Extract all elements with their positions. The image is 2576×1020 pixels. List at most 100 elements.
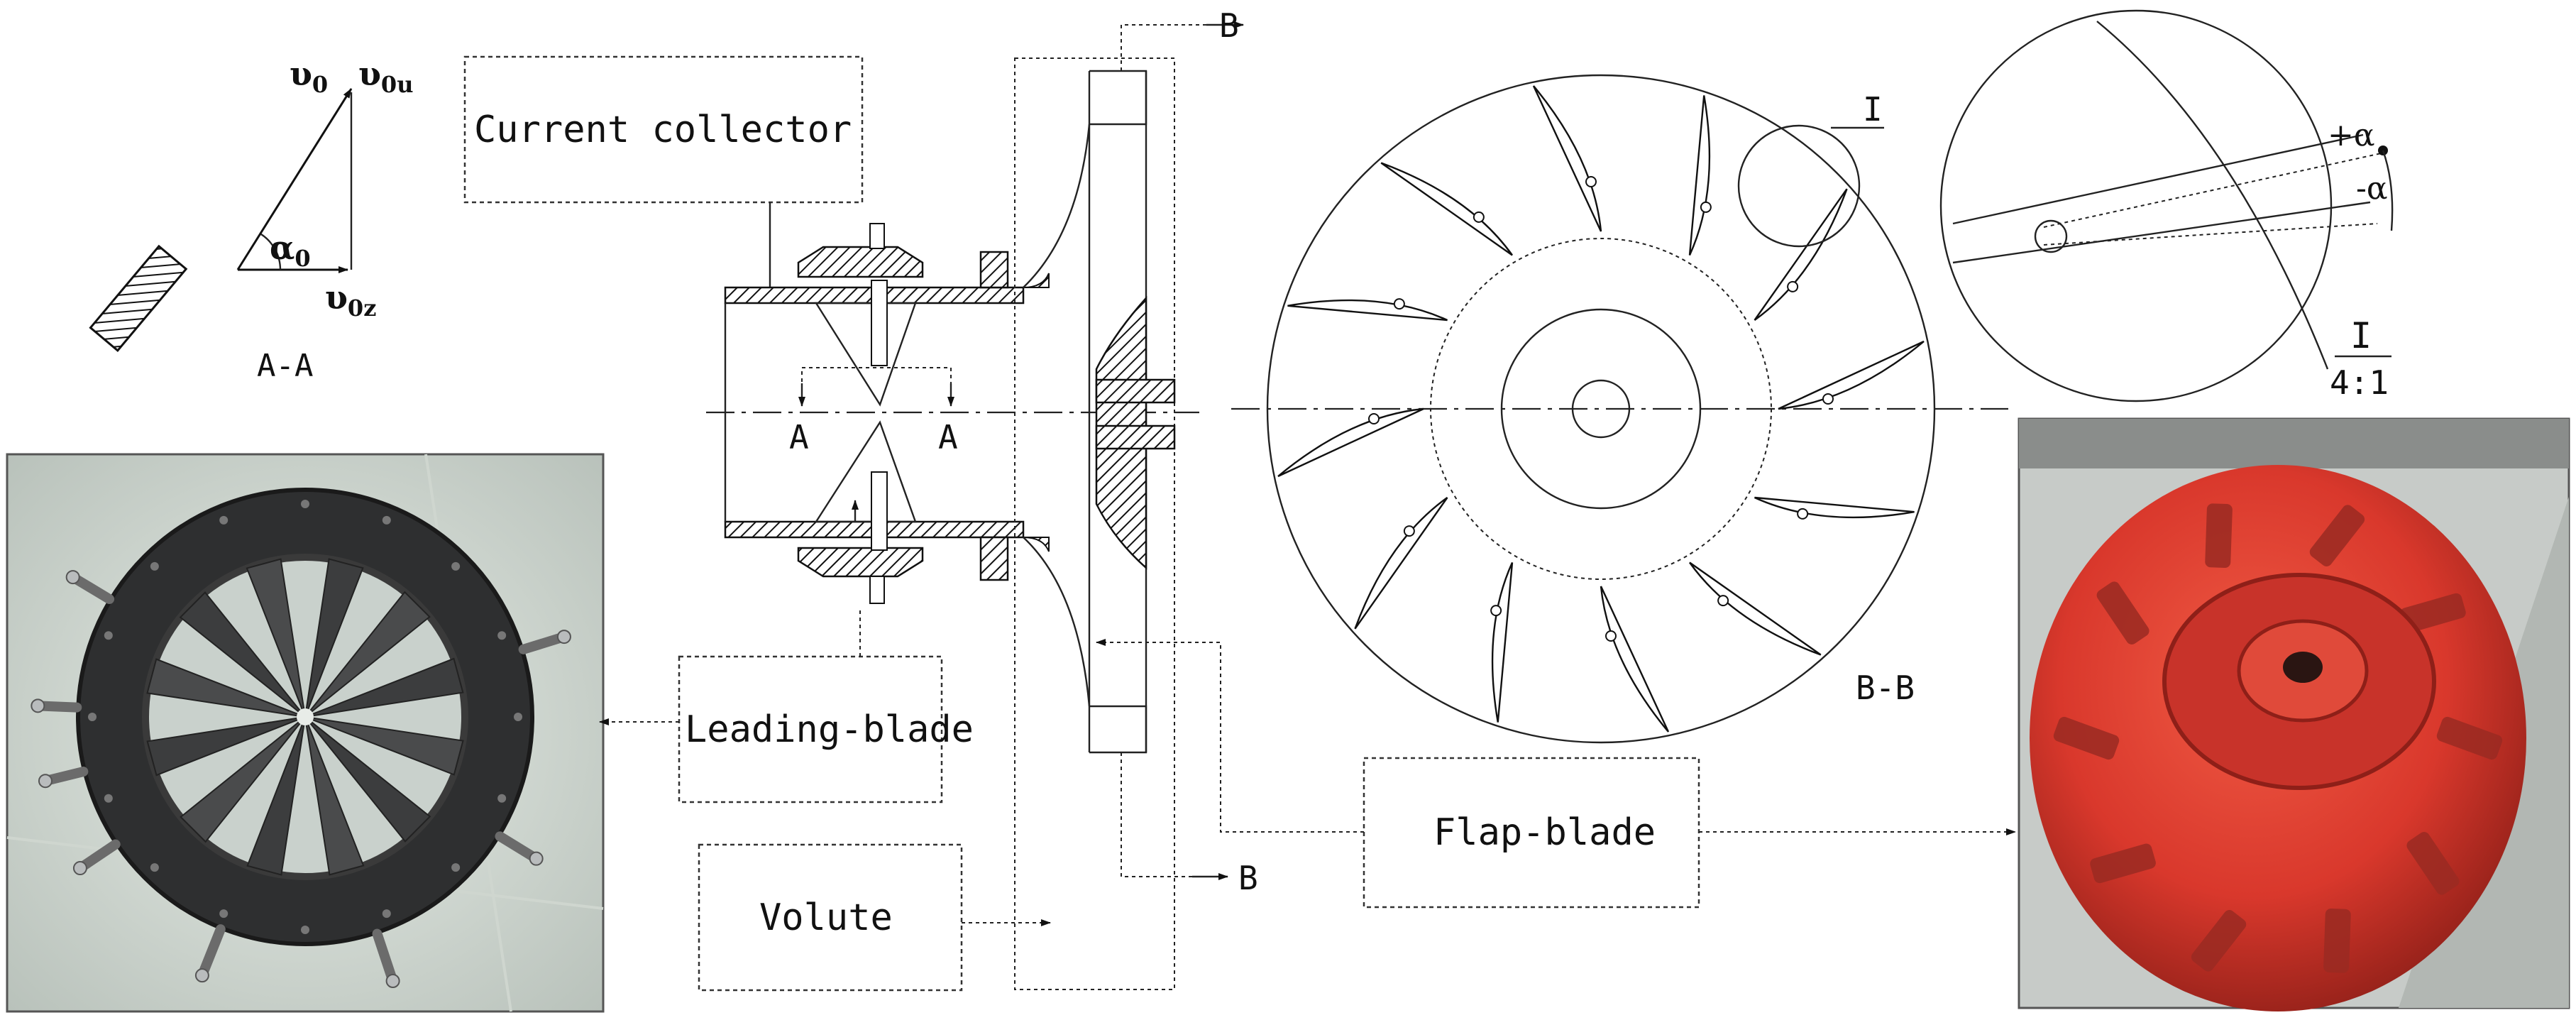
ring-bolt <box>88 713 97 721</box>
vane-boss-bottom <box>797 547 924 578</box>
leading-blade-upper <box>814 302 917 407</box>
leading-blade-box <box>678 655 943 804</box>
ring-bolt <box>104 794 113 803</box>
flap-blade-profile <box>1354 497 1448 630</box>
guide-vane <box>179 591 306 718</box>
nozzle <box>67 572 115 605</box>
impeller-slot <box>2436 716 2503 760</box>
flap-blade-profile <box>1688 95 1711 256</box>
ring-bolt <box>104 631 113 640</box>
svg-text:υ0u: υ0u <box>358 55 413 98</box>
shroud-profile-bottom <box>1023 537 1091 707</box>
nozzle-tip <box>556 630 571 645</box>
current-collector-label: Current collector <box>474 109 852 151</box>
velocity-triangle: υ0 υ0u α0 υ0z A-A <box>89 55 413 384</box>
ring-bolt <box>301 926 309 934</box>
ring-bolt <box>150 863 159 872</box>
flap-blade-pivot <box>1403 525 1415 537</box>
hub-bore-bottom <box>1095 424 1176 450</box>
svg-text:υ0: υ0 <box>290 55 328 98</box>
flap-blade-pivot <box>1797 508 1809 520</box>
svg-text:υ0z: υ0z <box>325 278 376 322</box>
ring-bolt <box>382 515 391 525</box>
flap-blade <box>1600 586 1670 733</box>
hub-bore-top <box>1095 378 1176 404</box>
flap-blade <box>1754 496 1915 520</box>
nozzle <box>372 928 398 987</box>
flap-blade-profile <box>1287 299 1448 322</box>
ring-bolt <box>497 631 507 640</box>
nozzle-tip <box>65 570 80 585</box>
impeller-slots <box>2053 503 2503 973</box>
impeller-slot <box>2406 832 2460 895</box>
blade-rotation-lines <box>2043 152 2385 246</box>
flap-blade <box>1490 562 1514 723</box>
flap-blade-profile <box>1600 586 1670 733</box>
flap-blade-pivot <box>1787 280 1799 292</box>
v0z-subscript: 0z <box>348 295 376 322</box>
flap-blade-pivot <box>1585 176 1597 187</box>
flap-blade-label: Flap-blade <box>1433 811 1656 854</box>
flap-blade-pivot <box>1605 630 1617 642</box>
hub-center <box>297 708 314 725</box>
v0z-label: υ <box>325 278 348 317</box>
guide-vane <box>246 716 306 876</box>
ring-bolt <box>219 515 229 525</box>
detail-i-enlarged: +α -α I 4:1 <box>1939 9 2394 402</box>
flap-blade-pivot <box>1473 211 1485 223</box>
plus-alpha-label: +α <box>2328 117 2375 153</box>
blade-section-hatch <box>89 244 188 352</box>
flange-bottom <box>979 536 1009 581</box>
flap-blade <box>1689 561 1822 656</box>
volute-box <box>698 843 963 992</box>
ring-bolt <box>451 561 461 571</box>
v0u-subscript: 0u <box>381 71 414 98</box>
impeller-slot <box>2205 503 2233 569</box>
svg-text:α0: α0 <box>270 229 311 272</box>
current-collector-box <box>463 55 864 204</box>
flap-blade-pivot <box>1822 393 1834 405</box>
section-a-left-label: A <box>789 418 809 456</box>
section-bb-label: B-B <box>1856 669 1915 707</box>
nozzle-tip <box>194 968 209 983</box>
flap-blade <box>1532 85 1602 232</box>
impeller-slot <box>2096 581 2150 645</box>
v0u-label: υ <box>358 55 381 93</box>
impeller-slot <box>2053 716 2120 760</box>
nozzle <box>197 924 226 981</box>
flap-blade-profile <box>1754 188 1848 321</box>
impeller-bore <box>2283 652 2323 683</box>
alpha-label: α <box>270 229 295 267</box>
flap-blade <box>1277 407 1424 478</box>
nozzle <box>75 839 121 874</box>
v0-subscript: 0 <box>312 71 328 98</box>
ring-bolt <box>451 863 461 872</box>
flap-blade-leader-left <box>1096 639 1364 833</box>
shroud-profile-top <box>1023 124 1091 288</box>
ring-bolts <box>88 500 522 934</box>
volute-boundary <box>1014 57 1175 990</box>
cross-section-drawing: Current collector A A <box>463 6 1258 992</box>
flap-blade-pivot <box>1490 605 1502 617</box>
flap-blade <box>1287 298 1448 322</box>
flap-blade <box>1354 497 1448 630</box>
flap-blade-pivot <box>1717 595 1729 607</box>
flap-blade-pivot <box>1368 413 1380 424</box>
detail-circle <box>1939 9 2333 402</box>
section-a-right-label: A <box>938 418 958 456</box>
guide-vanes <box>146 558 464 876</box>
ring-bolt <box>497 794 507 803</box>
guide-vane <box>304 716 365 876</box>
v0-label: υ <box>290 55 312 93</box>
guide-vane <box>146 658 306 718</box>
ring-bolt <box>301 500 309 508</box>
flap-blade-pivot <box>1700 201 1712 213</box>
flange-top <box>979 251 1009 289</box>
side-nozzles <box>31 570 571 989</box>
impeller-photo <box>2018 417 2570 1011</box>
flap-blade-pivot <box>1393 298 1405 310</box>
nozzle-tip <box>38 774 53 789</box>
guide-vane <box>304 558 364 718</box>
guide-vane <box>246 558 306 718</box>
guide-vane-photo <box>6 453 605 1013</box>
